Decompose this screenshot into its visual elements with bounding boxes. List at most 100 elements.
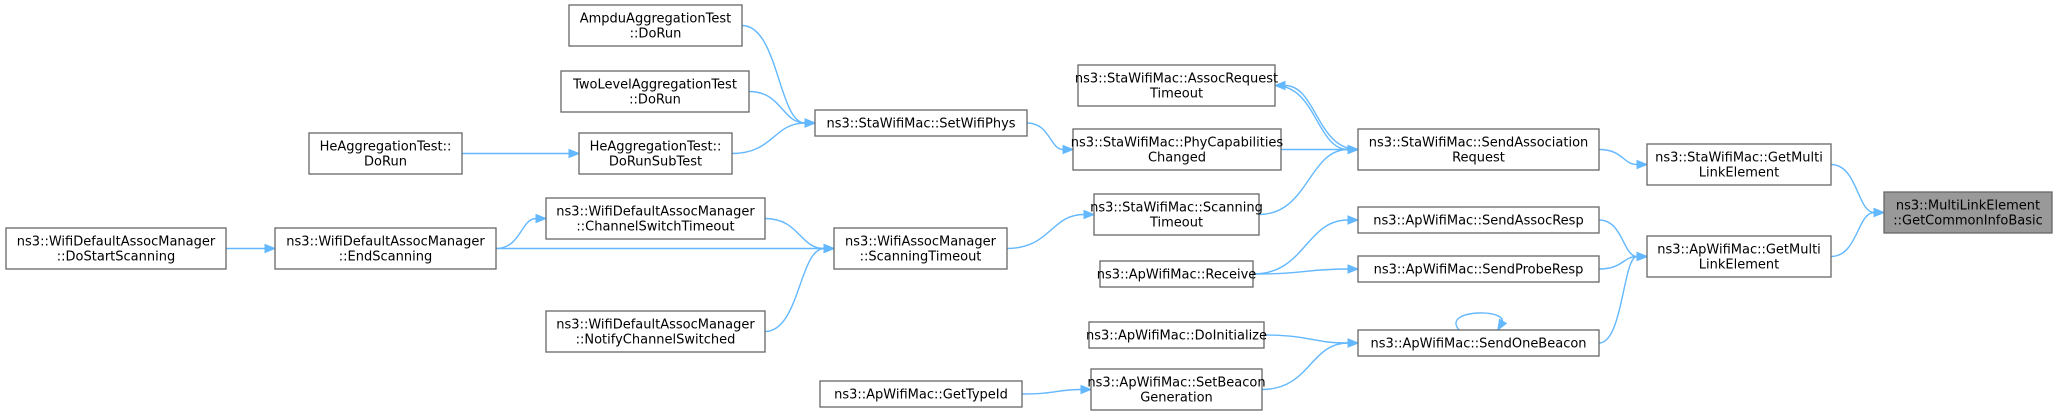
node-label: HeAggregationTest:: bbox=[590, 140, 722, 155]
node-box bbox=[1646, 143, 1832, 186]
edge-line bbox=[1830, 163, 1875, 214]
edge-ap-getml-to-mle bbox=[1830, 207, 1886, 258]
edge-line bbox=[1026, 122, 1064, 151]
node-wdam-endscan[interactable]: ns3::WifiDefaultAssocManager::EndScannin… bbox=[274, 227, 497, 270]
node-label: ns3::WifiDefaultAssocManager bbox=[556, 318, 755, 333]
edge-ap-sendbeacon-to-ap-sendbeacon bbox=[1455, 312, 1508, 332]
node-label: ns3::ApWifiMac::SendProbeResp bbox=[1374, 263, 1584, 278]
node-twolevel[interactable]: TwoLevelAggregationTest::DoRun bbox=[560, 70, 750, 113]
edge-arrowhead bbox=[823, 243, 836, 254]
edge-ap-setbeacon-to-ap-sendbeacon bbox=[1261, 338, 1360, 391]
edge-line bbox=[1274, 84, 1349, 151]
node-he-dorun[interactable]: HeAggregationTest::DoRun bbox=[308, 132, 463, 175]
node-label: ns3::WifiAssocManager bbox=[845, 235, 997, 250]
node-wdam-notify[interactable]: ns3::WifiDefaultAssocManager::NotifyChan… bbox=[545, 310, 766, 353]
node-label: ns3::ApWifiMac::GetMulti bbox=[1657, 243, 1821, 258]
node-ampdu[interactable]: AmpduAggregationTest::DoRun bbox=[568, 4, 743, 47]
node-label: AmpduAggregationTest bbox=[580, 12, 731, 27]
node-label: ::DoRun bbox=[630, 27, 682, 42]
node-label: ::DoStartScanning bbox=[57, 250, 175, 265]
node-wdam-chsw[interactable]: ns3::WifiDefaultAssocManager::ChannelSwi… bbox=[545, 197, 766, 240]
edge-line bbox=[1284, 84, 1359, 151]
edge-arrowhead bbox=[804, 118, 817, 128]
edge-ap-doinit-to-ap-sendbeacon bbox=[1263, 334, 1360, 348]
edge-arrowhead bbox=[1062, 144, 1075, 155]
node-box bbox=[1093, 193, 1260, 236]
edge-sta-setphys-to-sta-phycap bbox=[1026, 122, 1075, 155]
edge-line bbox=[748, 90, 806, 124]
node-label: ns3::ApWifiMac::Receive bbox=[1097, 268, 1257, 283]
node-mle[interactable]: ns3::MultiLinkElement::GetCommonInfoBasi… bbox=[1883, 191, 2053, 234]
node-box bbox=[568, 4, 743, 47]
edge-line bbox=[764, 217, 825, 250]
node-ap-doinit[interactable]: ns3::ApWifiMac::DoInitialize bbox=[1086, 321, 1267, 349]
edge-sta-scanto-to-sta-sendassoc bbox=[1258, 144, 1360, 216]
edge-wdam-dostart-to-wdam-endscan bbox=[226, 243, 277, 254]
node-he-dorunsub[interactable]: HeAggregationTest::DoRunSubTest bbox=[578, 132, 733, 175]
node-label: ns3::MultiLinkElement bbox=[1896, 199, 2040, 214]
edge-line bbox=[764, 247, 825, 333]
edge-line bbox=[1830, 211, 1875, 258]
node-box bbox=[274, 227, 497, 270]
node-label: DoRunSubTest bbox=[609, 155, 702, 170]
node-label: LinkElement bbox=[1699, 258, 1779, 273]
edge-sta-getml-to-mle bbox=[1830, 163, 1886, 218]
edge-line bbox=[1455, 312, 1504, 331]
node-label: ns3::WifiDefaultAssocManager bbox=[17, 235, 216, 250]
node-box bbox=[1088, 321, 1265, 349]
edge-line bbox=[1252, 219, 1349, 275]
edge-ap-receive-to-ap-sendassocresp bbox=[1252, 215, 1360, 275]
node-wam-scanto[interactable]: ns3::WifiAssocManager::ScanningTimeout bbox=[833, 227, 1008, 270]
node-label: ns3::StaWifiMac::SendAssociation bbox=[1369, 136, 1589, 151]
node-box bbox=[1072, 128, 1282, 171]
node-box bbox=[1883, 191, 2053, 234]
node-ap-gettypeid[interactable]: ns3::ApWifiMac::GetTypeId bbox=[819, 380, 1023, 408]
node-label: ns3::StaWifiMac::PhyCapabilities bbox=[1071, 136, 1284, 151]
node-ap-receive[interactable]: ns3::ApWifiMac::Receive bbox=[1097, 260, 1257, 288]
node-box bbox=[545, 197, 766, 240]
node-label: Request bbox=[1452, 151, 1505, 166]
node-box bbox=[1357, 128, 1600, 171]
edge-line bbox=[1598, 255, 1638, 344]
node-box bbox=[578, 132, 733, 175]
node-box bbox=[308, 132, 463, 175]
edge-wam-scanto-to-sta-scanto bbox=[1006, 209, 1096, 250]
node-box bbox=[814, 109, 1028, 137]
node-sta-setphys[interactable]: ns3::StaWifiMac::SetWifiPhys bbox=[814, 109, 1028, 137]
node-wdam-dostart[interactable]: ns3::WifiDefaultAssocManager::DoStartSca… bbox=[5, 227, 227, 270]
node-ap-sendprobe[interactable]: ns3::ApWifiMac::SendProbeResp bbox=[1357, 255, 1600, 283]
edge-wdam-endscan-to-wam-scanto bbox=[496, 243, 836, 254]
node-label: ns3::ApWifiMac::SendOneBeacon bbox=[1370, 337, 1586, 352]
node-box bbox=[1077, 64, 1276, 107]
node-label: Generation bbox=[1140, 391, 1213, 406]
edge-ap-receive-to-ap-sendprobe bbox=[1252, 264, 1360, 275]
node-label: ::ChannelSwitchTimeout bbox=[576, 220, 734, 235]
node-ap-sendassocresp[interactable]: ns3::ApWifiMac::SendAssocResp bbox=[1357, 206, 1600, 234]
node-sta-scanto[interactable]: ns3::StaWifiMac::ScanningTimeout bbox=[1090, 193, 1263, 236]
edge-line bbox=[1252, 268, 1349, 275]
node-label: ::NotifyChannelSwitched bbox=[576, 333, 736, 348]
node-label: ::EndScanning bbox=[339, 250, 432, 265]
edge-arrowhead bbox=[1497, 318, 1508, 332]
node-ap-sendbeacon[interactable]: ns3::ApWifiMac::SendOneBeacon bbox=[1357, 329, 1600, 357]
node-label: LinkElement bbox=[1699, 166, 1779, 181]
edge-line bbox=[1261, 342, 1349, 391]
node-label: ns3::StaWifiMac::GetMulti bbox=[1655, 151, 1823, 166]
node-label: ns3::WifiDefaultAssocManager bbox=[556, 205, 755, 220]
edge-arrowhead bbox=[535, 213, 548, 224]
edge-arrowhead bbox=[1273, 80, 1286, 91]
edge-line bbox=[1263, 334, 1349, 344]
edge-arrowhead bbox=[1347, 264, 1360, 274]
edge-line bbox=[1258, 148, 1349, 216]
edge-arrowhead bbox=[1083, 209, 1096, 220]
node-label: DoRun bbox=[364, 155, 407, 170]
edge-arrowhead bbox=[1636, 159, 1649, 170]
edges-layer bbox=[226, 24, 1886, 395]
nodes-layer: ns3::MultiLinkElement::GetCommonInfoBasi… bbox=[5, 4, 2053, 411]
